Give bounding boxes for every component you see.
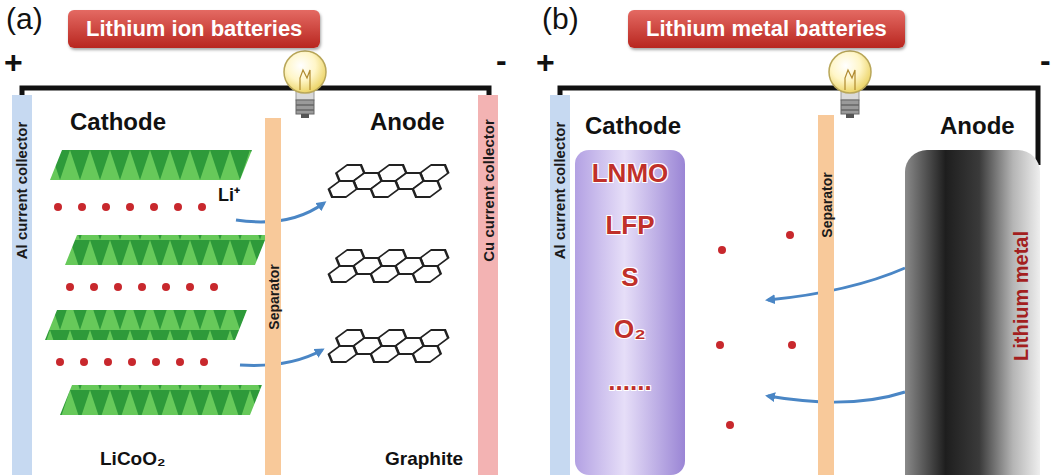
material-name: S (621, 262, 638, 292)
terminal-sign: - (1040, 42, 1051, 79)
ion-arrow (768, 268, 905, 300)
terminal-sign: + (536, 44, 555, 81)
electrode-label: Cathode (70, 108, 166, 136)
lithium-metal-anode: Lithium metal (905, 150, 1040, 475)
material-name: O₂ (614, 314, 646, 344)
collector-label: Al current collector (14, 121, 29, 259)
cathode-materials-box: LNMO LFP S O₂...... (575, 150, 685, 475)
graphite-sheets (325, 165, 452, 362)
collector-label: Al current collector (552, 121, 567, 259)
separator-band: Separator (265, 118, 281, 475)
collector-label: Cu current collector (480, 119, 495, 262)
material-name: ...... (608, 366, 651, 396)
light-bulb (284, 51, 326, 118)
licoo2-layers (45, 150, 267, 415)
separator-label: Separator (819, 172, 833, 237)
banner-text: Lithium metal batteries (646, 16, 887, 41)
ion-arrow (768, 392, 905, 402)
lithium-ions (54, 203, 218, 366)
separator-label: Separator (266, 264, 280, 329)
ion-arrow (240, 350, 322, 365)
current-collector: Cu current collector (478, 95, 498, 475)
light-bulb (829, 51, 871, 118)
panel-label: (a) (6, 2, 43, 37)
electrode-label: Anode (370, 108, 445, 136)
material-name: LFP (605, 210, 654, 240)
title-banner: Lithium ion batteries (68, 10, 320, 48)
terminal-sign: + (4, 44, 23, 81)
ion-label: Li⁺ (218, 185, 240, 206)
material-label: LiCoO₂ (100, 448, 165, 470)
current-collector: Al current collector (12, 95, 32, 475)
title-banner: Lithium metal batteries (628, 10, 905, 48)
electrode-label: Anode (940, 112, 1015, 140)
panel-label: (b) (542, 2, 579, 37)
anode-label: Lithium metal (1011, 231, 1031, 361)
electrode-label: Cathode (585, 112, 681, 140)
separator-band: Separator (818, 115, 834, 475)
material-label: Graphite (385, 448, 463, 470)
wire (22, 88, 489, 95)
banner-text: Lithium ion batteries (86, 16, 302, 41)
current-collector: Al current collector (550, 95, 570, 475)
material-name: LNMO (592, 158, 669, 188)
terminal-sign: - (496, 42, 507, 79)
